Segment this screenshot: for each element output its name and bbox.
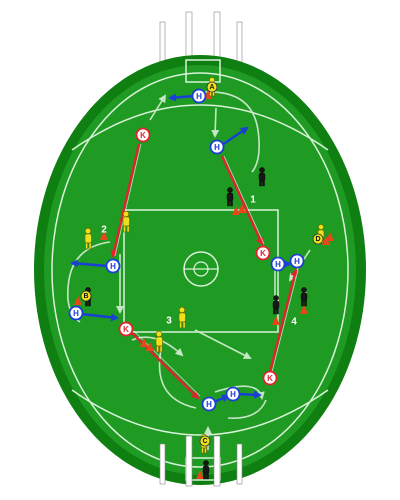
kick-marker: K xyxy=(255,245,271,261)
handball-marker: H xyxy=(270,256,286,272)
player-marker-d: D xyxy=(312,233,324,245)
handball-marker-label: H xyxy=(206,400,212,409)
player-marker-c: C xyxy=(199,435,211,447)
oval-ground-inner xyxy=(44,65,356,475)
handball-marker: H xyxy=(201,396,217,412)
handball-marker-label: H xyxy=(214,143,220,152)
kick-marker-label: K xyxy=(267,374,273,383)
handball-marker-label: H xyxy=(230,390,236,399)
handball-marker: H xyxy=(289,253,305,269)
handball-marker-label: H xyxy=(294,257,300,266)
kick-marker-label: K xyxy=(140,131,146,140)
cones xyxy=(74,90,334,479)
stage-number-3: 3 xyxy=(166,316,172,327)
stage-number-4: 4 xyxy=(291,317,297,328)
kick-marker-label: K xyxy=(123,325,129,334)
player-label-b: B xyxy=(83,293,88,300)
fifty-arc-top xyxy=(71,104,329,151)
handball-marker-label: H xyxy=(196,92,202,101)
handball-marker: H xyxy=(225,386,241,402)
stage-number-2: 2 xyxy=(101,225,107,236)
top-goal-square xyxy=(185,59,221,83)
kick-marker: K xyxy=(118,321,134,337)
boundary-line xyxy=(51,72,349,468)
kick-marker: K xyxy=(135,127,151,143)
stage-number-1: 1 xyxy=(250,195,256,206)
player-label-c: C xyxy=(202,438,207,445)
player-label-a: A xyxy=(209,84,214,91)
handball-marker: H xyxy=(105,258,121,274)
handball-marker: H xyxy=(209,139,225,155)
handball-marker-label: H xyxy=(110,262,116,271)
player-marker-a: A xyxy=(206,81,218,93)
handball-marker-label: H xyxy=(73,309,79,318)
top-goal-posts xyxy=(159,11,243,63)
kick-marker-label: K xyxy=(260,249,266,258)
fifty-arc-bottom xyxy=(71,389,329,436)
player-label-d: D xyxy=(315,236,320,243)
bottom-goal-posts xyxy=(159,435,243,487)
handball-marker-label: H xyxy=(275,260,281,269)
handball-marker: H xyxy=(191,88,207,104)
player-marker-b: B xyxy=(80,290,92,302)
kick-marker: K xyxy=(262,370,278,386)
handball-marker: H xyxy=(68,305,84,321)
